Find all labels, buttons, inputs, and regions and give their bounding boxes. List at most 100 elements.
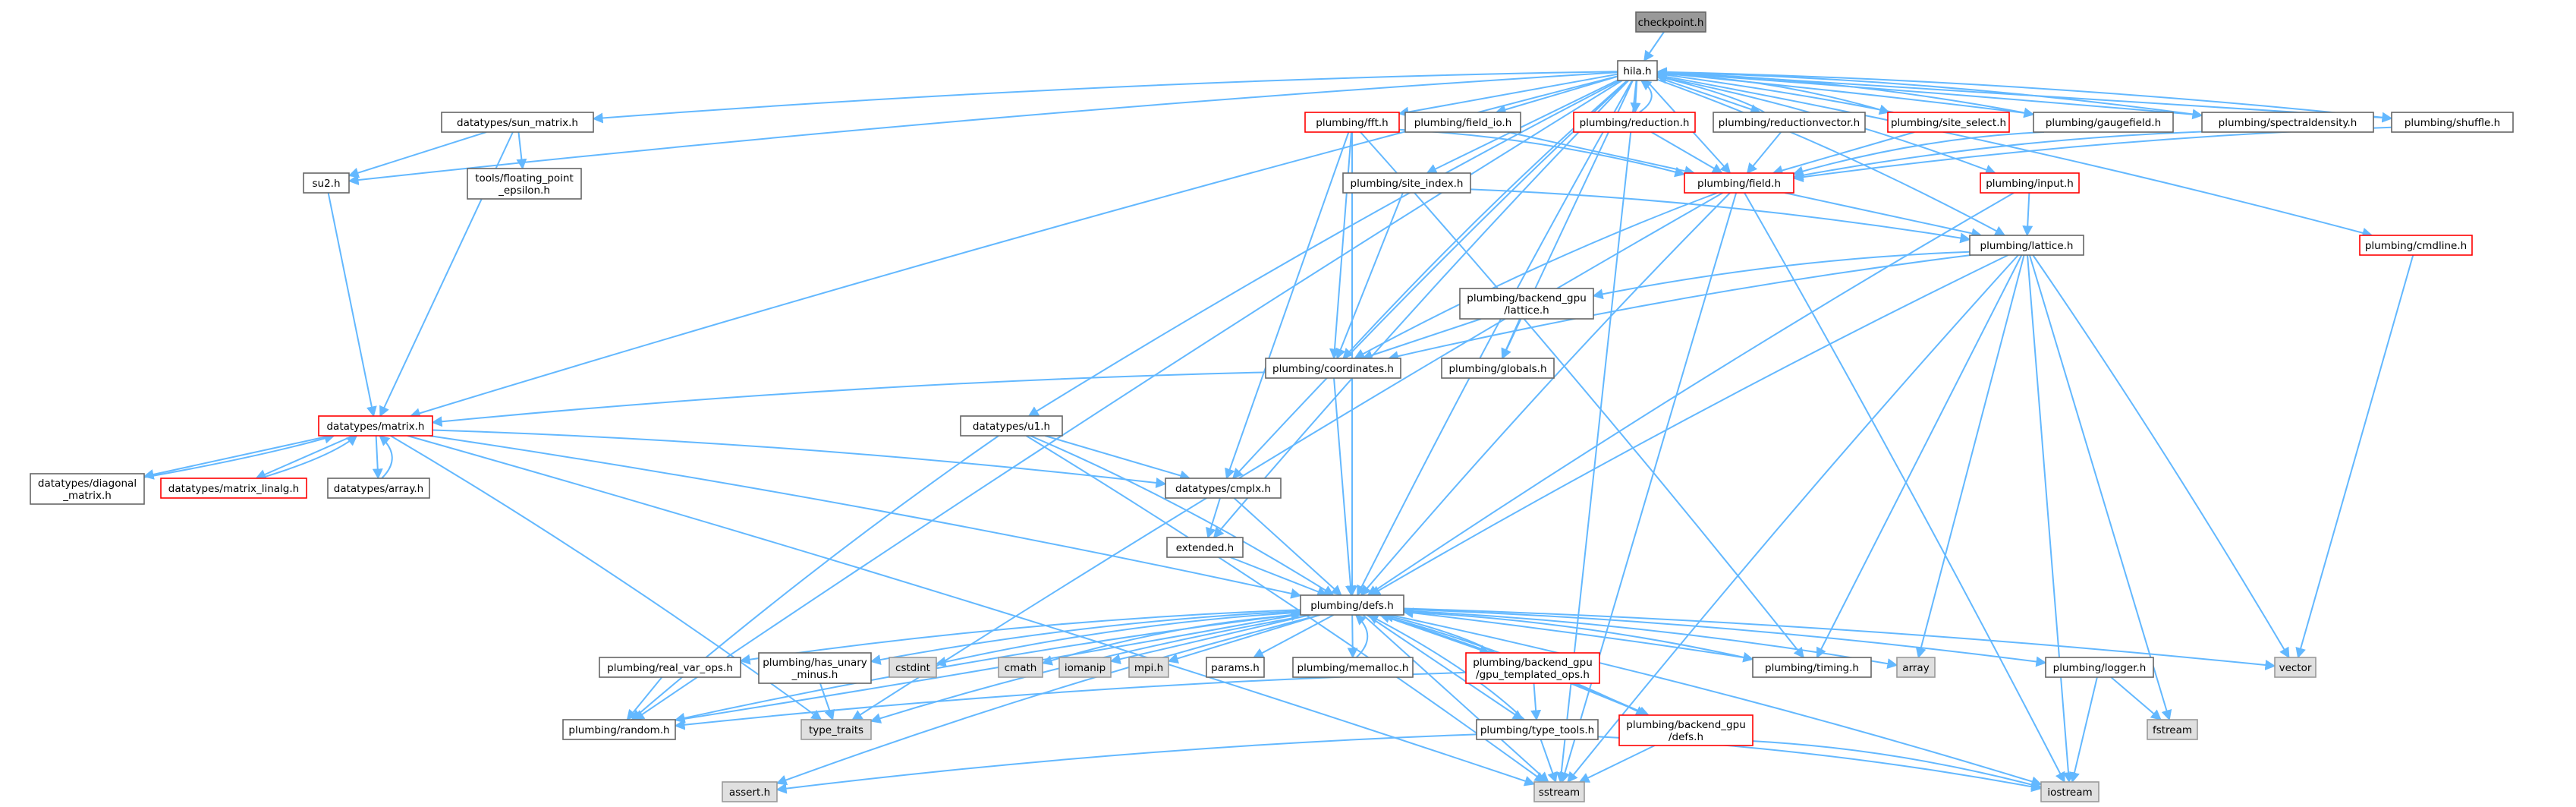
- edge-matrix-to-matrix-linalg: [255, 435, 354, 480]
- node-real-var-ops[interactable]: plumbing/real_var_ops.h: [599, 657, 741, 678]
- edge-field-to-sstream: [1559, 192, 1738, 783]
- node-label: plumbing/spectraldensity.h: [2219, 117, 2357, 129]
- node-extended[interactable]: extended.h: [1166, 537, 1244, 558]
- node-label: plumbing/cmdline.h: [2365, 240, 2467, 252]
- node-reduction[interactable]: plumbing/reduction.h: [1573, 112, 1696, 133]
- node-hila[interactable]: hila.h: [1617, 60, 1658, 81]
- edge-sun-matrix-to-floating-point: [516, 131, 527, 170]
- edge-spectraldensity-to-hila: [1656, 67, 2203, 116]
- node-checkpoint[interactable]: checkpoint.h: [1635, 11, 1706, 33]
- node-su2[interactable]: su2.h: [303, 172, 350, 194]
- node-has-unary-minus[interactable]: plumbing/has_unary_minus.h: [758, 652, 872, 684]
- node-site-index[interactable]: plumbing/site_index.h: [1342, 172, 1471, 194]
- node-sun-matrix[interactable]: datatypes/sun_matrix.h: [441, 112, 594, 133]
- node-cmath[interactable]: cmath: [998, 657, 1043, 678]
- node-label: plumbing/random.h: [568, 724, 669, 736]
- node-label: _minus.h: [791, 669, 838, 681]
- node-lattice[interactable]: plumbing/lattice.h: [1969, 235, 2084, 256]
- node-reductionvector[interactable]: plumbing/reductionvector.h: [1713, 112, 1866, 133]
- node-memalloc[interactable]: plumbing/memalloc.h: [1292, 657, 1414, 678]
- node-label: fstream: [2153, 724, 2192, 736]
- node-iostream[interactable]: iostream: [2040, 781, 2099, 802]
- node-array-sys[interactable]: array: [1896, 657, 1936, 678]
- node-field-io[interactable]: plumbing/field_io.h: [1404, 112, 1521, 133]
- node-label: mpi.h: [1134, 662, 1163, 674]
- node-gpu-templated-ops[interactable]: plumbing/backend_gpu/gpu_templated_ops.h: [1465, 652, 1600, 684]
- node-coordinates[interactable]: plumbing/coordinates.h: [1265, 358, 1401, 379]
- node-floating-point[interactable]: tools/floating_point_epsilon.h: [467, 168, 582, 200]
- node-sstream[interactable]: sstream: [1533, 781, 1585, 802]
- node-array-h[interactable]: datatypes/array.h: [327, 478, 430, 499]
- edge-gpu-templated-ops-to-type-tools: [1530, 682, 1542, 721]
- node-box: [318, 415, 433, 437]
- edge-array-h-to-matrix: [379, 435, 393, 479]
- node-logger[interactable]: plumbing/logger.h: [2045, 657, 2154, 678]
- edge-field-to-iostream: [1744, 192, 2065, 783]
- edge-u1-to-sstream: [1025, 435, 1546, 783]
- node-field[interactable]: plumbing/field.h: [1684, 172, 1794, 194]
- node-gaugefield[interactable]: plumbing/gaugefield.h: [2033, 112, 2174, 133]
- node-backend-gpu-lattice[interactable]: plumbing/backend_gpu/lattice.h: [1459, 288, 1594, 320]
- edge-matrix-to-diagonal-matrix: [143, 435, 331, 480]
- edge-hila-to-su2: [348, 71, 1618, 186]
- node-label: plumbing/shuffle.h: [2405, 117, 2500, 129]
- edge-cmplx-to-defs: [1233, 497, 1342, 596]
- node-iomanip[interactable]: iomanip: [1058, 657, 1112, 678]
- node-label: datatypes/array.h: [334, 483, 423, 495]
- edge-lattice-to-coordinates: [1387, 254, 1971, 362]
- node-defs[interactable]: plumbing/defs.h: [1300, 594, 1404, 616]
- node-label: plumbing/reductionvector.h: [1719, 117, 1860, 129]
- node-fstream[interactable]: fstream: [2147, 719, 2198, 740]
- edge-backend-gpu-defs-to-sstream: [1578, 745, 1656, 783]
- node-assert[interactable]: assert.h: [722, 781, 778, 802]
- node-box: [800, 719, 872, 740]
- edge-field-to-type-traits: [851, 192, 1724, 720]
- node-cmplx[interactable]: datatypes/cmplx.h: [1165, 478, 1282, 499]
- node-mpi[interactable]: mpi.h: [1128, 657, 1169, 678]
- node-vector[interactable]: vector: [2274, 657, 2317, 678]
- node-box: [1713, 112, 1866, 133]
- node-timing[interactable]: plumbing/timing.h: [1752, 657, 1872, 678]
- node-globals[interactable]: plumbing/globals.h: [1441, 358, 1555, 379]
- node-diagonal-matrix[interactable]: datatypes/diagonal_matrix.h: [30, 473, 145, 505]
- node-site-select[interactable]: plumbing/site_select.h: [1887, 112, 2010, 133]
- node-u1[interactable]: datatypes/u1.h: [960, 415, 1063, 437]
- node-label: plumbing/memalloc.h: [1297, 662, 1409, 674]
- node-box: [758, 652, 872, 684]
- node-box: [2391, 112, 2514, 133]
- node-spectraldensity[interactable]: plumbing/spectraldensity.h: [2201, 112, 2374, 133]
- node-type-traits[interactable]: type_traits: [800, 719, 872, 740]
- edge-defs-to-timing: [1403, 611, 1754, 663]
- node-random[interactable]: plumbing/random.h: [562, 719, 676, 740]
- node-box: [1441, 358, 1555, 379]
- node-label: iomanip: [1065, 662, 1106, 674]
- node-input[interactable]: plumbing/input.h: [1980, 172, 2080, 194]
- node-cstdint[interactable]: cstdint: [889, 657, 937, 678]
- node-label: plumbing/fft.h: [1316, 117, 1388, 129]
- node-backend-gpu-defs[interactable]: plumbing/backend_gpu/defs.h: [1618, 714, 1754, 746]
- node-matrix[interactable]: datatypes/matrix.h: [318, 415, 433, 437]
- node-shuffle[interactable]: plumbing/shuffle.h: [2391, 112, 2514, 133]
- node-cmdline[interactable]: plumbing/cmdline.h: [2359, 235, 2473, 256]
- node-box: [441, 112, 594, 133]
- node-box: [1969, 235, 2084, 256]
- edge-backend-gpu-lattice-to-globals: [1501, 318, 1521, 360]
- edge-defs-to-has-unary-minus: [870, 610, 1301, 665]
- node-fft[interactable]: plumbing/fft.h: [1304, 112, 1400, 133]
- edge-matrix-to-sstream: [407, 435, 1536, 787]
- node-label: plumbing/globals.h: [1448, 363, 1546, 375]
- node-params[interactable]: params.h: [1206, 657, 1265, 678]
- node-box: [1684, 172, 1794, 194]
- edge-defs-to-memalloc: [1347, 614, 1358, 659]
- node-type-tools[interactable]: plumbing/type_tools.h: [1476, 719, 1599, 740]
- node-box: [1404, 112, 1521, 133]
- node-box: [1617, 60, 1658, 81]
- node-box: [1635, 11, 1706, 33]
- node-box: [1292, 657, 1414, 678]
- edge-reduction-to-field: [1650, 131, 1723, 174]
- edge-u1-to-cmplx: [1044, 435, 1191, 481]
- edge-defs-to-logger: [1403, 608, 2047, 667]
- node-box: [1887, 112, 2010, 133]
- node-label: plumbing/backend_gpu: [1626, 719, 1746, 731]
- node-matrix-linalg[interactable]: datatypes/matrix_linalg.h: [160, 478, 307, 499]
